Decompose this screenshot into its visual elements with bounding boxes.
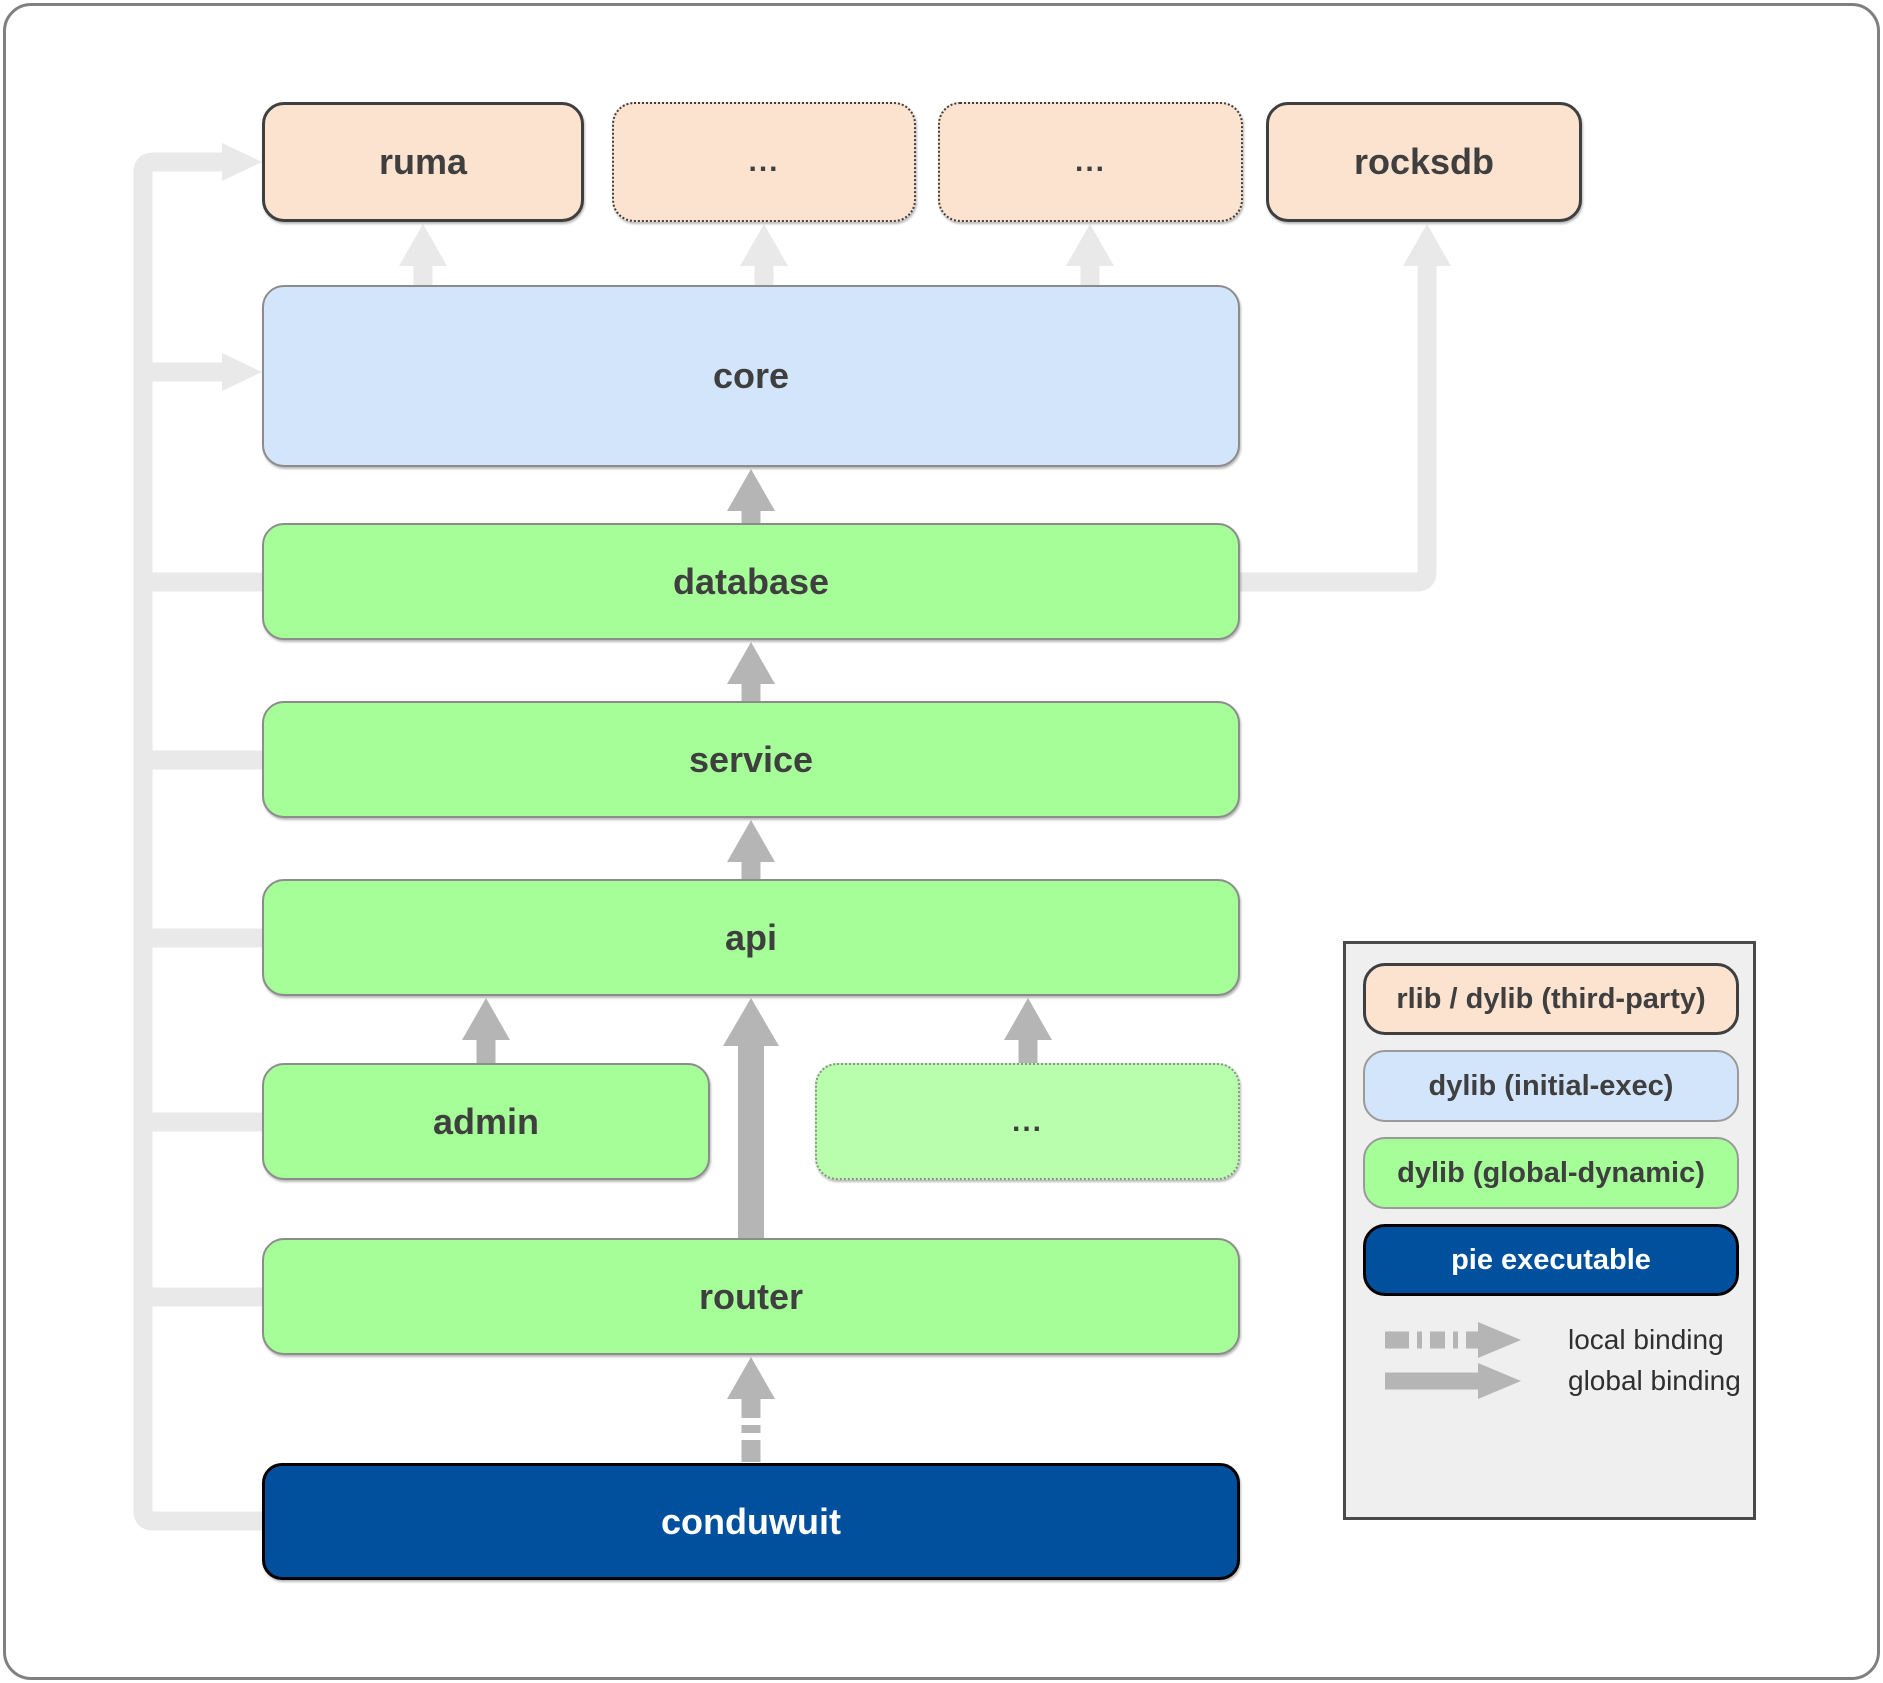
legend: rlib / dylib (third-party) dylib (initia… [1343,941,1756,1520]
legend-item-pie-executable: pie executable [1363,1224,1739,1296]
outer-frame [3,3,1880,1680]
node-service: service [262,701,1240,818]
node-admin: admin [262,1063,710,1180]
node-api: api [262,879,1240,996]
node-third-party-b: ... [938,102,1243,222]
node-third-party-a: ... [612,102,916,222]
legend-item-label: pie executable [1451,1243,1651,1276]
legend-label-global-binding: global binding [1568,1365,1741,1396]
node-label: ruma [378,141,468,182]
legend-item-label: dylib (global-dynamic) [1397,1156,1705,1189]
node-label: ... [1074,145,1106,178]
node-rocksdb: rocksdb [1266,102,1582,222]
legend-label-local-binding: local binding [1568,1324,1724,1355]
node-label: ... [748,145,780,178]
legend-item-global-dynamic: dylib (global-dynamic) [1363,1137,1739,1209]
node-ruma: ruma [262,102,584,222]
node-label: rocksdb [1353,141,1495,182]
local-binding-arrow-icon [1385,1322,1521,1358]
node-router: router [262,1238,1240,1355]
node-label: api [724,916,777,958]
node-label: service [688,738,814,780]
global-binding-arrow-icon [1385,1363,1521,1399]
node-database: database [262,523,1240,640]
node-label: router [698,1275,803,1317]
node-label: admin [432,1100,539,1142]
legend-item-third-party: rlib / dylib (third-party) [1363,963,1739,1035]
node-label: database [672,560,830,602]
legend-item-label: rlib / dylib (third-party) [1396,982,1706,1015]
node-conduwuit: conduwuit [262,1463,1240,1580]
legend-item-label: dylib (initial-exec) [1428,1069,1674,1102]
node-label: core [712,355,790,396]
node-label: ... [1011,1104,1043,1138]
node-core: core [262,285,1240,467]
node-label: conduwuit [661,1500,841,1542]
legend-item-initial-exec: dylib (initial-exec) [1363,1050,1739,1122]
node-other-handlers: ... [815,1063,1240,1180]
